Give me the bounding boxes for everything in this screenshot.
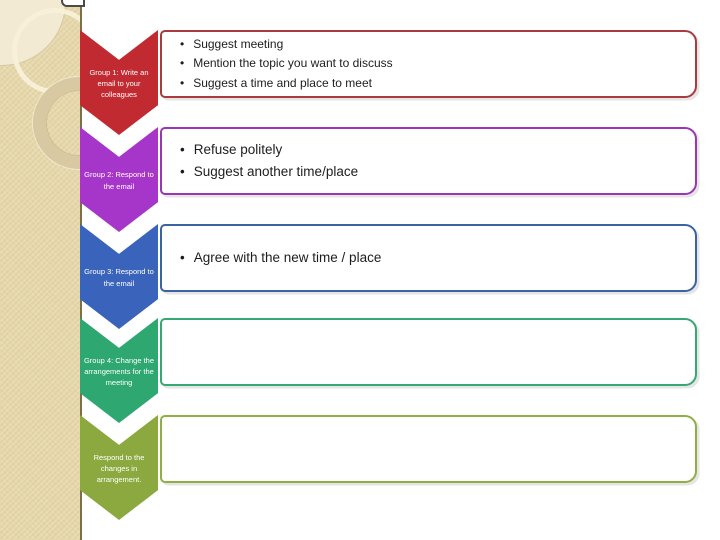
bullet-list: • Agree with the new time / place — [162, 226, 695, 290]
bullet-item: • Suggest a time and place to meet — [180, 74, 685, 94]
chevron-down-shape-group1: Group 1: Write an email to your colleagu… — [80, 30, 158, 135]
bullet-text: Agree with the new time / place — [193, 250, 382, 265]
bullet-text: Suggest meeting — [193, 36, 284, 51]
bullet-list — [162, 417, 695, 481]
bullet-text: Suggest a time and place to meet — [193, 75, 372, 90]
content-box-group4 — [160, 318, 697, 386]
chevron-label: Group 2: Respond to the email — [84, 170, 154, 191]
content-box-group3: • Agree with the new time / place — [160, 224, 697, 292]
bullet-item: • Mention the topic you want to discuss — [180, 54, 685, 74]
process-row-1: Group 1: Write an email to your colleagu… — [0, 30, 720, 135]
chevron-down-shape-group2: Group 2: Respond to the email — [80, 127, 158, 232]
bullet-list — [162, 320, 695, 384]
bullet-text: Suggest another time/place — [193, 164, 359, 179]
theme-sidebar — [0, 0, 82, 540]
bullet-glyph: • — [180, 56, 185, 71]
bullet-text: Mention the topic you want to discuss — [193, 56, 393, 71]
chevron-label: Group 4: Change the arrangements for the… — [83, 355, 155, 388]
chevron-down-shape-group4: Group 4: Change the arrangements for the… — [80, 318, 158, 423]
bullet-list: • Suggest meeting • Mention the topic you … — [162, 32, 695, 96]
bullet-item: • Suggest another time/place — [180, 161, 685, 183]
bullet-glyph: • — [180, 164, 185, 179]
process-row-4: Group 4: Change the arrangements for the… — [0, 318, 720, 423]
bullet-glyph: • — [180, 142, 185, 157]
chevron-label: Group 1: Write an email to your colleagu… — [89, 67, 149, 100]
content-box-group1: • Suggest meeting • Mention the topic you … — [160, 30, 697, 98]
corner-ornament — [61, 0, 85, 7]
process-row-3: Group 3: Respond to the email • Agree wit… — [0, 224, 720, 329]
content-box-group2: • Refuse politely • Suggest another time/p… — [160, 127, 697, 195]
chevron-label: Group 3: Respond to the email — [84, 267, 154, 288]
bullet-list: • Refuse politely • Suggest another time/p… — [162, 129, 695, 193]
content-box-group5 — [160, 415, 697, 483]
bullet-glyph: • — [180, 75, 185, 90]
bullet-text: Refuse politely — [193, 142, 283, 157]
chevron-down-shape-group3: Group 3: Respond to the email — [80, 224, 158, 329]
process-row-2: Group 2: Respond to the email • Refuse po… — [0, 127, 720, 232]
bullet-item: • Refuse politely — [180, 139, 685, 161]
bullet-glyph: • — [180, 250, 185, 265]
bullet-item: • Suggest meeting — [180, 35, 685, 55]
chevron-label: Respond to the changes in arrangement. — [93, 452, 145, 485]
bullet-glyph: • — [180, 36, 185, 51]
process-row-5: Respond to the changes in arrangement. — [0, 415, 720, 520]
bullet-item: • Agree with the new time / place — [180, 247, 685, 269]
chevron-down-shape-group5: Respond to the changes in arrangement. — [80, 415, 158, 520]
